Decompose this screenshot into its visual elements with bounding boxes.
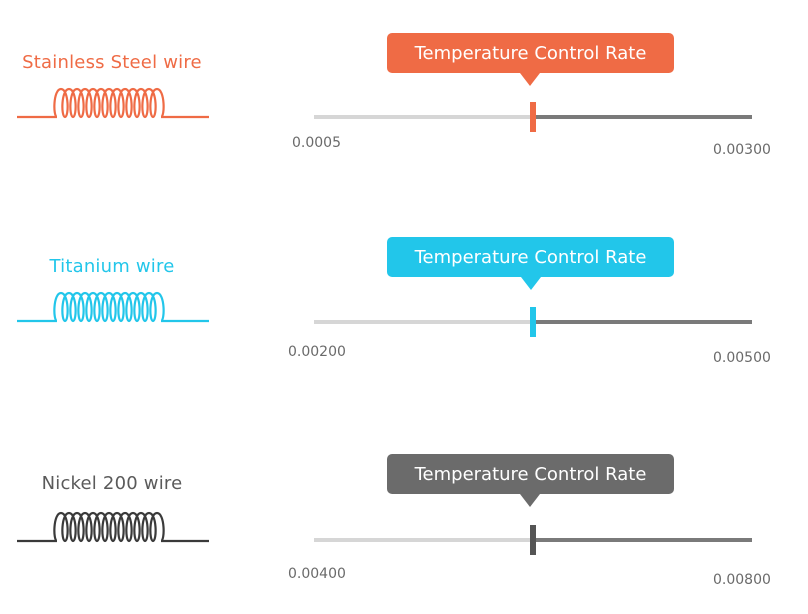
slider-track-filled[interactable] xyxy=(314,115,533,119)
slider-max-value: 0.00800 xyxy=(713,572,771,588)
tooltip-label: Temperature Control Rate xyxy=(414,246,647,268)
slider-min-value: 0.00200 xyxy=(288,344,346,360)
coil-icon xyxy=(17,511,209,543)
slider-max-value: 0.00500 xyxy=(713,350,771,366)
tooltip-label: Temperature Control Rate xyxy=(414,463,647,485)
tooltip-pointer xyxy=(520,494,540,507)
slider-thumb[interactable] xyxy=(530,525,536,555)
coil-icon xyxy=(17,291,209,323)
coil-icon xyxy=(17,87,209,119)
wire-label: Stainless Steel wire xyxy=(22,52,202,73)
slider-track-remaining[interactable] xyxy=(533,320,752,324)
wire-label: Nickel 200 wire xyxy=(41,473,183,494)
tooltip-label: Temperature Control Rate xyxy=(414,42,647,64)
temperature-control-rate-tooltip: Temperature Control Rate xyxy=(387,33,674,73)
temperature-control-rate-tooltip: Temperature Control Rate xyxy=(387,454,674,494)
slider-track-remaining[interactable] xyxy=(533,538,752,542)
wire-label: Titanium wire xyxy=(49,256,175,277)
slider-thumb[interactable] xyxy=(530,307,536,337)
slider-min-value: 0.0005 xyxy=(292,135,341,151)
tooltip-pointer xyxy=(520,73,540,86)
tooltip-pointer xyxy=(521,277,541,290)
slider-max-value: 0.00300 xyxy=(713,142,771,158)
slider-track-remaining[interactable] xyxy=(533,115,752,119)
wire-row-titanium: Titanium wire Temperature Control Rate 0… xyxy=(0,204,808,404)
temperature-control-rate-tooltip: Temperature Control Rate xyxy=(387,237,674,277)
slider-track-filled[interactable] xyxy=(314,538,533,542)
wire-row-stainless-steel: Stainless Steel wire Temperature Control… xyxy=(0,0,808,200)
slider-track-filled[interactable] xyxy=(314,320,533,324)
wire-row-nickel-200: Nickel 200 wire Temperature Control Rate… xyxy=(0,408,808,608)
slider-thumb[interactable] xyxy=(530,102,536,132)
slider-min-value: 0.00400 xyxy=(288,566,346,582)
